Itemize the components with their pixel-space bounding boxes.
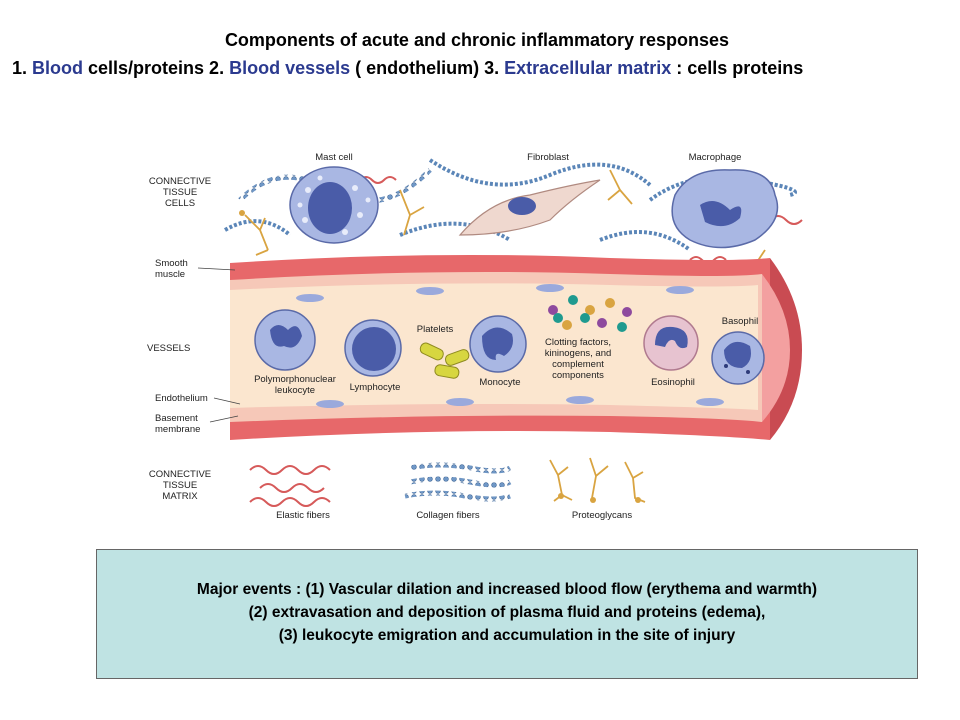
label-basement-2: membrane [155,424,200,435]
label-mast-cell: Mast cell [315,152,352,163]
component-text-1: cells/proteins 2. [83,58,230,78]
label-basophil: Basophil [722,316,758,327]
basophil [711,331,765,385]
polymorphonuclear-leukocyte [254,309,316,371]
label-clotting-2: kininogens, and [545,348,612,359]
label-monocyte: Monocyte [479,377,520,388]
left-labels: CONNECTIVE TISSUE CELLS Smooth muscle VE… [147,176,241,502]
label-clotting-3: complement [552,359,604,370]
top-tissue-fibers [224,158,803,274]
component-blood-vessels: Blood vessels [229,58,351,78]
component-prefix-1: 1. [12,58,33,78]
platelets [419,342,470,379]
component-list: 1. Blood cells/proteins 2. Blood vessels… [12,58,803,79]
proteoglycans [549,457,646,503]
component-text-2: ( endothelium) 3. [350,58,505,78]
major-events-box: Major events : (1) Vascular dilation and… [96,549,918,679]
label-ct-matrix-3: MATRIX [162,491,198,502]
label-elastic-fibers: Elastic fibers [276,510,330,521]
component-blood: Blood [32,58,84,78]
label-smooth-muscle-1: Smooth [155,258,188,269]
label-ct-cells-3: CELLS [165,198,195,209]
monocyte [469,315,527,373]
component-extracellular-matrix: Extracellular matrix [504,58,672,78]
events-line-1: Major events : (1) Vascular dilation and… [196,581,818,598]
label-platelets: Platelets [417,324,454,335]
label-eosinophil: Eosinophil [651,377,695,388]
label-proteoglycans: Proteoglycans [572,510,632,521]
label-ct-matrix-2: TISSUE [163,480,197,491]
label-vessels: VESSELS [147,343,190,354]
elastic-fibers [249,465,331,507]
label-pmn-1: Polymorphonuclear [254,374,336,385]
component-text-3: : cells proteins [671,58,804,78]
label-ct-cells-1: CONNECTIVE [149,176,211,187]
macrophage [671,169,779,249]
events-line-2: (2) extravasation and deposition of plas… [248,604,766,621]
collagen-fibers [404,462,512,502]
clotting-factor-molecules [548,295,632,332]
inflammation-diagram: Mast cell Fibroblast Macrophage Polymorp… [147,152,803,521]
label-endothelium: Endothelium [155,393,208,404]
label-fibroblast: Fibroblast [527,152,569,163]
label-collagen-fibers: Collagen fibers [416,510,480,521]
label-macrophage: Macrophage [689,152,742,163]
label-clotting-1: Clotting factors, [545,337,611,348]
label-lymphocyte: Lymphocyte [350,382,401,393]
lymphocyte [344,319,402,377]
label-smooth-muscle-2: muscle [155,269,185,280]
eosinophil [643,315,699,371]
mast-cell [289,166,379,244]
label-ct-cells-2: TISSUE [163,187,197,198]
events-line-3: (3) leukocyte emigration and accumulatio… [278,627,736,644]
label-ct-matrix-1: CONNECTIVE [149,469,211,480]
page-title: Components of acute and chronic inflamma… [224,30,730,50]
label-pmn-2: leukocyte [275,385,315,396]
label-basement-1: Basement [155,413,198,424]
label-clotting-4: components [552,370,604,381]
fibroblast [458,179,601,236]
